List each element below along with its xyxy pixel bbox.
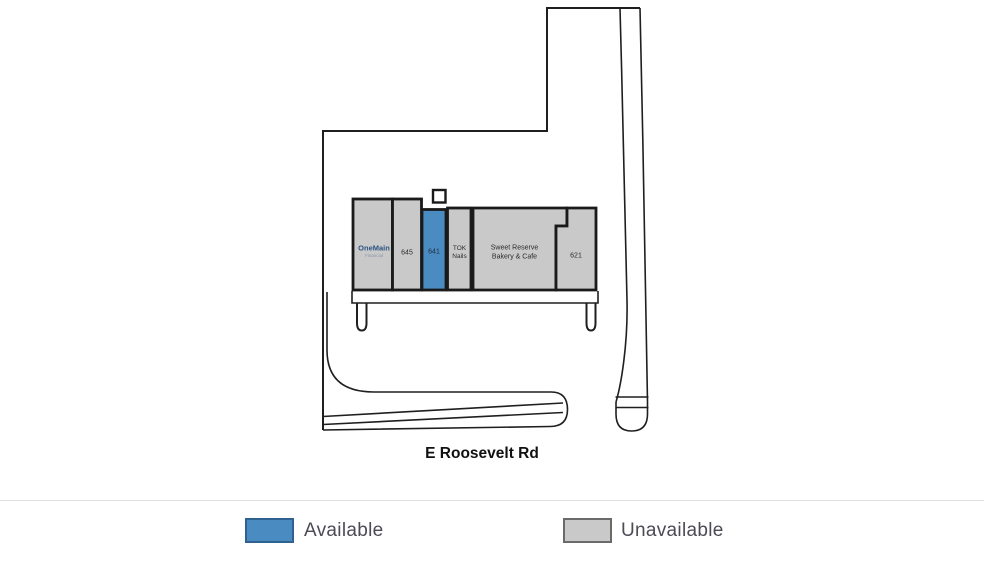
side-road-left-edge <box>615 7 628 403</box>
unit-sweet-reserve-label-line1: Sweet Reserve <box>490 244 539 251</box>
sidewalk-outline <box>351 291 599 304</box>
unit-tok-nails-label-line1: TOK <box>452 244 467 252</box>
side-road-right-edge <box>639 7 649 403</box>
main-road-curb-outline <box>322 292 569 431</box>
unit-onemain-label-line1: OneMain <box>358 243 390 253</box>
legend-divider <box>0 500 984 501</box>
legend-unavailable-swatch <box>563 518 612 543</box>
unit-621-label: 621 <box>570 252 582 260</box>
unit-641-label: 641 <box>428 248 440 255</box>
left-post-outline <box>356 303 368 332</box>
unit-645-shape[interactable] <box>391 197 423 292</box>
unit-tok-nails-shape[interactable] <box>446 206 473 292</box>
parcel-boundary-line <box>322 7 640 430</box>
unit-onemain-shape[interactable] <box>351 197 394 292</box>
right-post-outline <box>585 303 597 332</box>
unit-645-label: 645 <box>401 249 413 257</box>
legend-unavailable-label: Unavailable <box>621 520 724 541</box>
side-road-end-curve <box>615 402 649 432</box>
legend-available-swatch <box>245 518 294 543</box>
unit-tok-nails-label-line2: Nails <box>452 252 467 260</box>
street-name-label: E Roosevelt Rd <box>425 445 539 462</box>
entry-square <box>431 188 447 204</box>
main-road-lane-line-1 <box>322 402 564 418</box>
main-road-lane-line-2 <box>322 411 564 426</box>
unit-621-shape[interactable] <box>554 206 598 292</box>
unit-onemain-label-line2: Financial <box>364 252 384 258</box>
unit-sweet-reserve-label-line2: Bakery & Cafe <box>491 253 538 260</box>
unit-641-shape[interactable] <box>420 208 448 292</box>
legend-available-label: Available <box>304 520 384 541</box>
siteplan-drawing <box>322 7 649 432</box>
